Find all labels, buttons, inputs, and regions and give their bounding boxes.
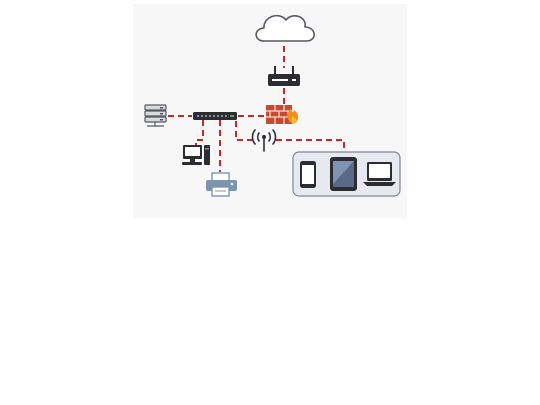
- firewall-icon: [266, 105, 299, 124]
- router-icon: [268, 66, 300, 86]
- link-access-point-devices: [276, 139, 345, 152]
- cloud-icon: [255, 14, 315, 42]
- wireless-device-group: [292, 151, 401, 197]
- desktop-computer-icon: [182, 145, 210, 165]
- smartphone-icon: [300, 161, 316, 188]
- links: [168, 46, 345, 172]
- link-switch-access-point: [235, 121, 256, 141]
- laptop-icon: [363, 162, 396, 186]
- server-icon: [144, 104, 167, 127]
- link-switch-workstation: [195, 120, 204, 146]
- printer-icon: [206, 172, 237, 197]
- wifi-antenna-icon: [251, 129, 277, 152]
- tablet-icon: [330, 157, 357, 191]
- network-switch-icon: [193, 112, 237, 120]
